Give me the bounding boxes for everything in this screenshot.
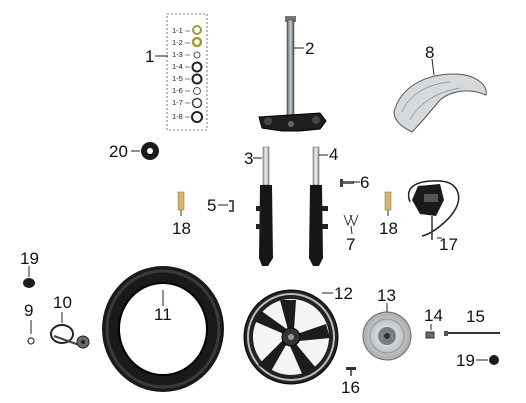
kit-label: 1-7	[172, 98, 183, 107]
callout-16: 16	[341, 378, 360, 397]
callout-7: 7	[346, 235, 355, 254]
part-14-spacer: 14	[424, 306, 443, 339]
callout-19: 19	[20, 249, 39, 268]
part-17-brake-caliper-hose: 17	[407, 180, 460, 254]
kit-row-1-6: 1-6	[172, 86, 201, 95]
callout-8: 8	[425, 43, 434, 62]
callout-17: 17	[439, 235, 458, 254]
kit-label: 1-2	[172, 38, 183, 47]
leader-line	[350, 225, 353, 235]
kit-label: 1-8	[172, 112, 183, 121]
part-13-brake-disc: 13	[362, 286, 412, 361]
callout-4: 4	[329, 145, 338, 164]
callout-2: 2	[305, 39, 314, 58]
leader-line	[431, 58, 435, 76]
callout-5: 5	[207, 196, 216, 215]
callout-11: 11	[154, 305, 172, 324]
callout-14: 14	[424, 306, 443, 325]
part-19-right-nut: 19	[456, 351, 499, 370]
kit-label: 1-1	[172, 26, 183, 35]
part-6-axle-bolt: 6	[340, 173, 369, 192]
callout-10: 10	[53, 293, 72, 312]
part-3-left-fork-leg: 3	[244, 146, 273, 266]
callout-1: 1	[145, 47, 154, 66]
part-9-washer: 9	[24, 301, 35, 345]
kit-row-1-8: 1-8	[172, 111, 203, 123]
callout-18: 18	[379, 219, 398, 238]
kit-row-1-4: 1-4	[172, 61, 203, 73]
part-5-bolt: 5	[207, 196, 234, 215]
kit-row-1-1: 1-1	[172, 25, 202, 35]
callout-6: 6	[360, 173, 369, 192]
callout-9: 9	[24, 301, 33, 320]
bearing-icon	[191, 61, 203, 73]
part-2-steering-stem: 2	[258, 16, 327, 132]
part-10-speedometer-drive: 10	[50, 293, 90, 349]
part-7-clips: 7	[343, 214, 359, 254]
callout-19: 19	[456, 351, 475, 370]
part-8-front-fender: 8	[393, 43, 487, 133]
part-18-left-bleed-nipple: 18	[172, 191, 191, 238]
part-16-bolt: 16	[341, 367, 360, 397]
bearing-icon	[191, 73, 203, 85]
part-20-seal: 20	[109, 142, 159, 161]
callout-20: 20	[109, 142, 128, 161]
part-11-tire: 11	[102, 266, 224, 392]
kit-label: 1-4	[172, 62, 183, 71]
callout-3: 3	[244, 149, 253, 168]
race-icon	[191, 97, 203, 109]
kit-label: 1-6	[172, 86, 183, 95]
callout-12: 12	[334, 284, 353, 303]
ring-icon	[193, 87, 201, 95]
part-1-bearing-kit: 1-1 1-2 1-3 1-4 1-5 1-6	[145, 13, 208, 131]
kit-row-1-3: 1-3	[172, 50, 201, 59]
callout-15: 15	[466, 307, 485, 326]
ring-icon	[193, 51, 201, 59]
kit-frame	[166, 13, 208, 131]
part-19-left-nut: 19	[20, 249, 39, 288]
kit-row-1-5: 1-5	[172, 73, 203, 85]
kit-label: 1-5	[172, 74, 183, 83]
part-18-right-bleed-nipple: 18	[379, 191, 398, 238]
part-4-right-fork-leg: 4	[309, 145, 338, 266]
washer-icon	[192, 25, 202, 35]
nut-icon	[191, 36, 203, 48]
callout-13: 13	[377, 286, 396, 305]
kit-label: 1-3	[172, 50, 183, 59]
seal-icon	[191, 111, 203, 123]
part-12-wheel-rim: 12	[243, 284, 353, 385]
kit-row-1-2: 1-2	[172, 36, 203, 48]
callout-18: 18	[172, 219, 191, 238]
part-15-front-axle: 15	[444, 307, 500, 336]
kit-row-1-7: 1-7	[172, 97, 203, 109]
